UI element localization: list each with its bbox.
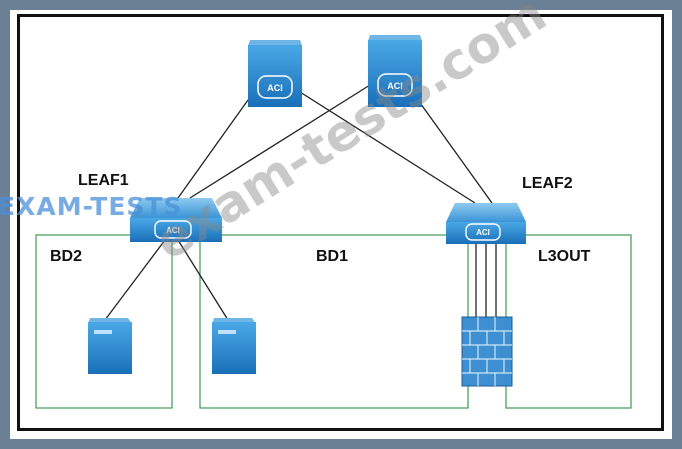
bd2-zone: [35, 234, 173, 409]
leaf1-label: LEAF1: [78, 172, 129, 189]
spine1-badge: ACI: [267, 83, 283, 93]
watermark-top: EXAM-TESTS: [0, 192, 183, 221]
link-leaf1-server1: [104, 239, 166, 321]
leaf1-switch: ACI: [130, 198, 222, 242]
l3out-label: L3OUT: [538, 248, 591, 265]
server2: [212, 318, 256, 374]
link-spine1-leaf2: [299, 91, 476, 204]
spine2-badge: ACI: [387, 81, 403, 91]
firewall: [461, 316, 513, 387]
leaf2-label: LEAF2: [522, 175, 573, 192]
bd1-label: BD1: [316, 248, 349, 265]
spine2-switch: ACI: [368, 35, 422, 107]
link-spine2-leaf1: [189, 84, 371, 199]
link-spine2-leaf2: [417, 99, 493, 204]
leaf2-badge: ACI: [476, 228, 490, 237]
bd2-label: BD2: [50, 248, 83, 265]
link-spine1-leaf1: [177, 99, 249, 199]
leaf1-badge: ACI: [166, 226, 180, 235]
links: [104, 84, 497, 321]
server1: [88, 318, 132, 374]
leaf2-switch: ACI: [446, 203, 526, 244]
spine1-switch: ACI: [248, 40, 302, 107]
link-leaf1-server2: [177, 239, 229, 321]
